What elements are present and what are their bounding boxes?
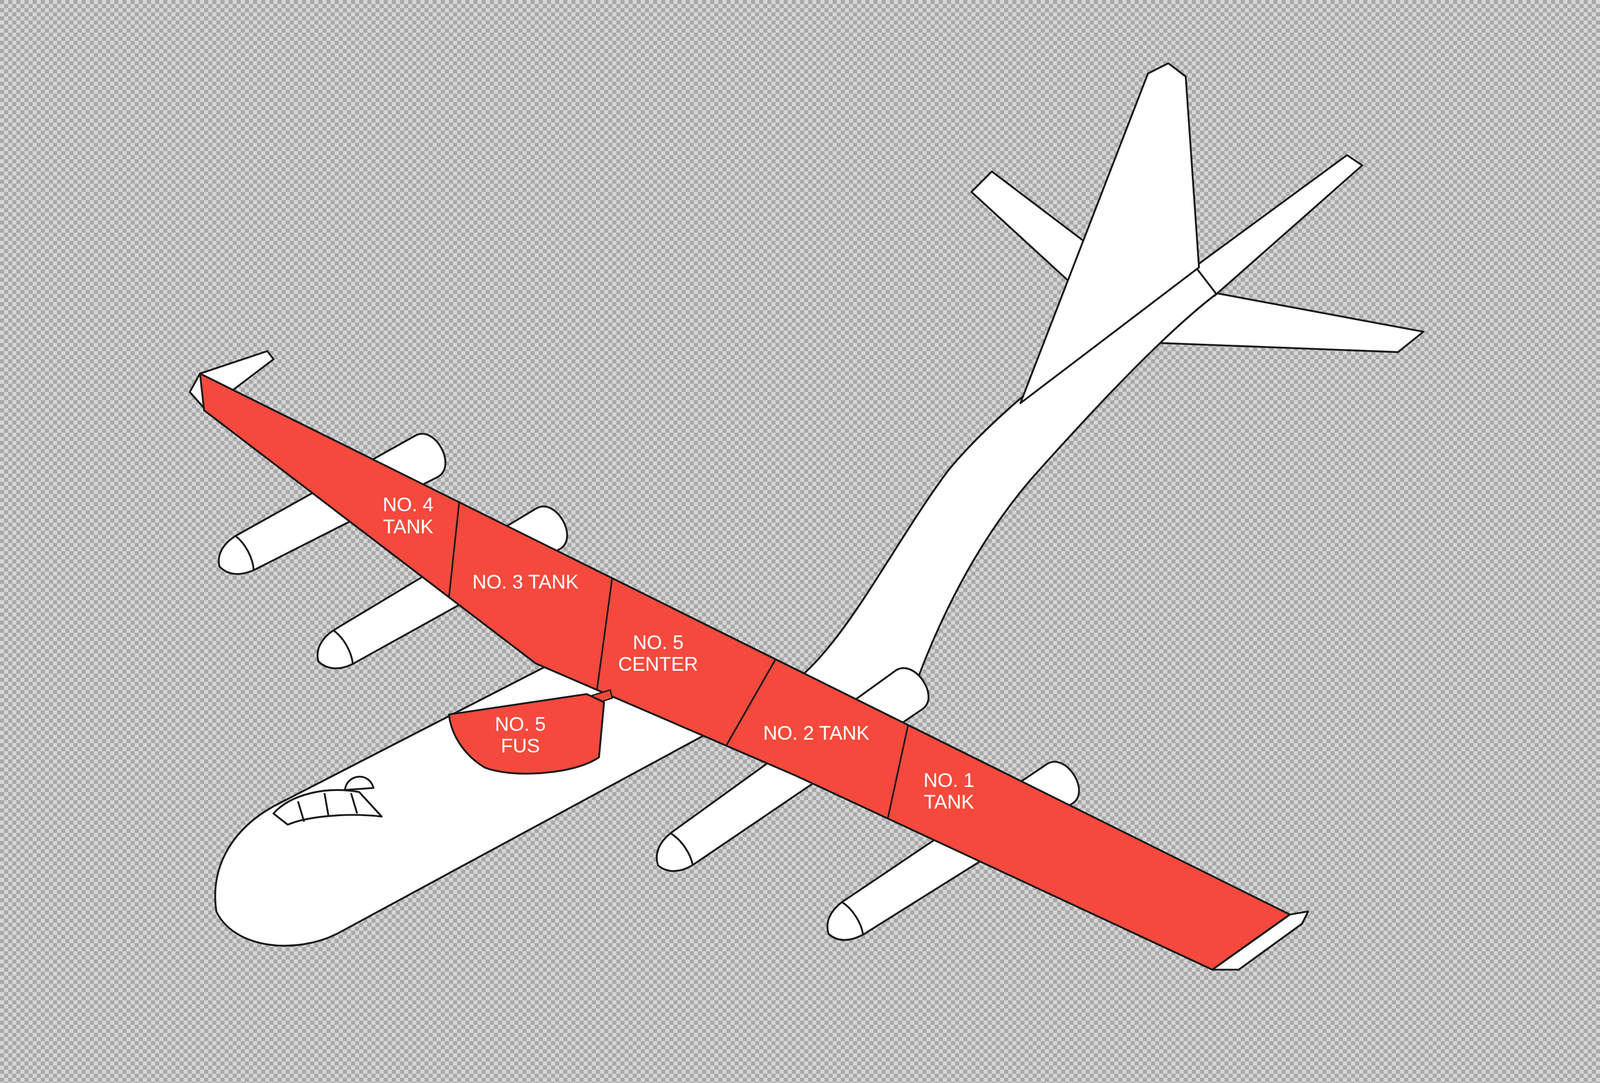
fuel-tank: NO. 5 CENTER bbox=[615, 631, 702, 675]
wing-tanks bbox=[200, 373, 1290, 970]
tank-label: NO. 3 TANK bbox=[472, 570, 579, 593]
cockpit-window bbox=[273, 789, 382, 825]
tank-boundary bbox=[596, 577, 613, 690]
tank-boundary bbox=[887, 724, 909, 819]
spinner-line bbox=[235, 534, 258, 571]
tank-label: NO. 1 TANK bbox=[919, 769, 979, 813]
fuel-tank: NO. 3 TANK bbox=[472, 570, 579, 593]
fuel-tank: NO. 2 TANK bbox=[763, 721, 870, 744]
tank-label: NO. 2 TANK bbox=[763, 721, 870, 744]
window-frame bbox=[298, 792, 358, 822]
spinner-line bbox=[333, 628, 357, 664]
spinner-line bbox=[841, 899, 867, 935]
fuel-tank: NO. 5 FUS bbox=[491, 712, 550, 757]
eyebrow-window bbox=[345, 776, 374, 790]
tank-label: NO. 4 TANK bbox=[379, 493, 438, 538]
fuel-tank: NO. 4 TANK bbox=[379, 493, 438, 538]
fuel-tank: NO. 1 TANK bbox=[919, 769, 979, 813]
tank-label: NO. 5 CENTER bbox=[615, 631, 702, 675]
spinner-line bbox=[670, 830, 696, 865]
fuselage-tank bbox=[448, 693, 604, 774]
tank-boundary bbox=[448, 501, 459, 597]
tail-boom bbox=[1194, 155, 1363, 296]
vertical-fin bbox=[1020, 63, 1199, 403]
tank-label: NO. 5 FUS bbox=[491, 712, 550, 757]
